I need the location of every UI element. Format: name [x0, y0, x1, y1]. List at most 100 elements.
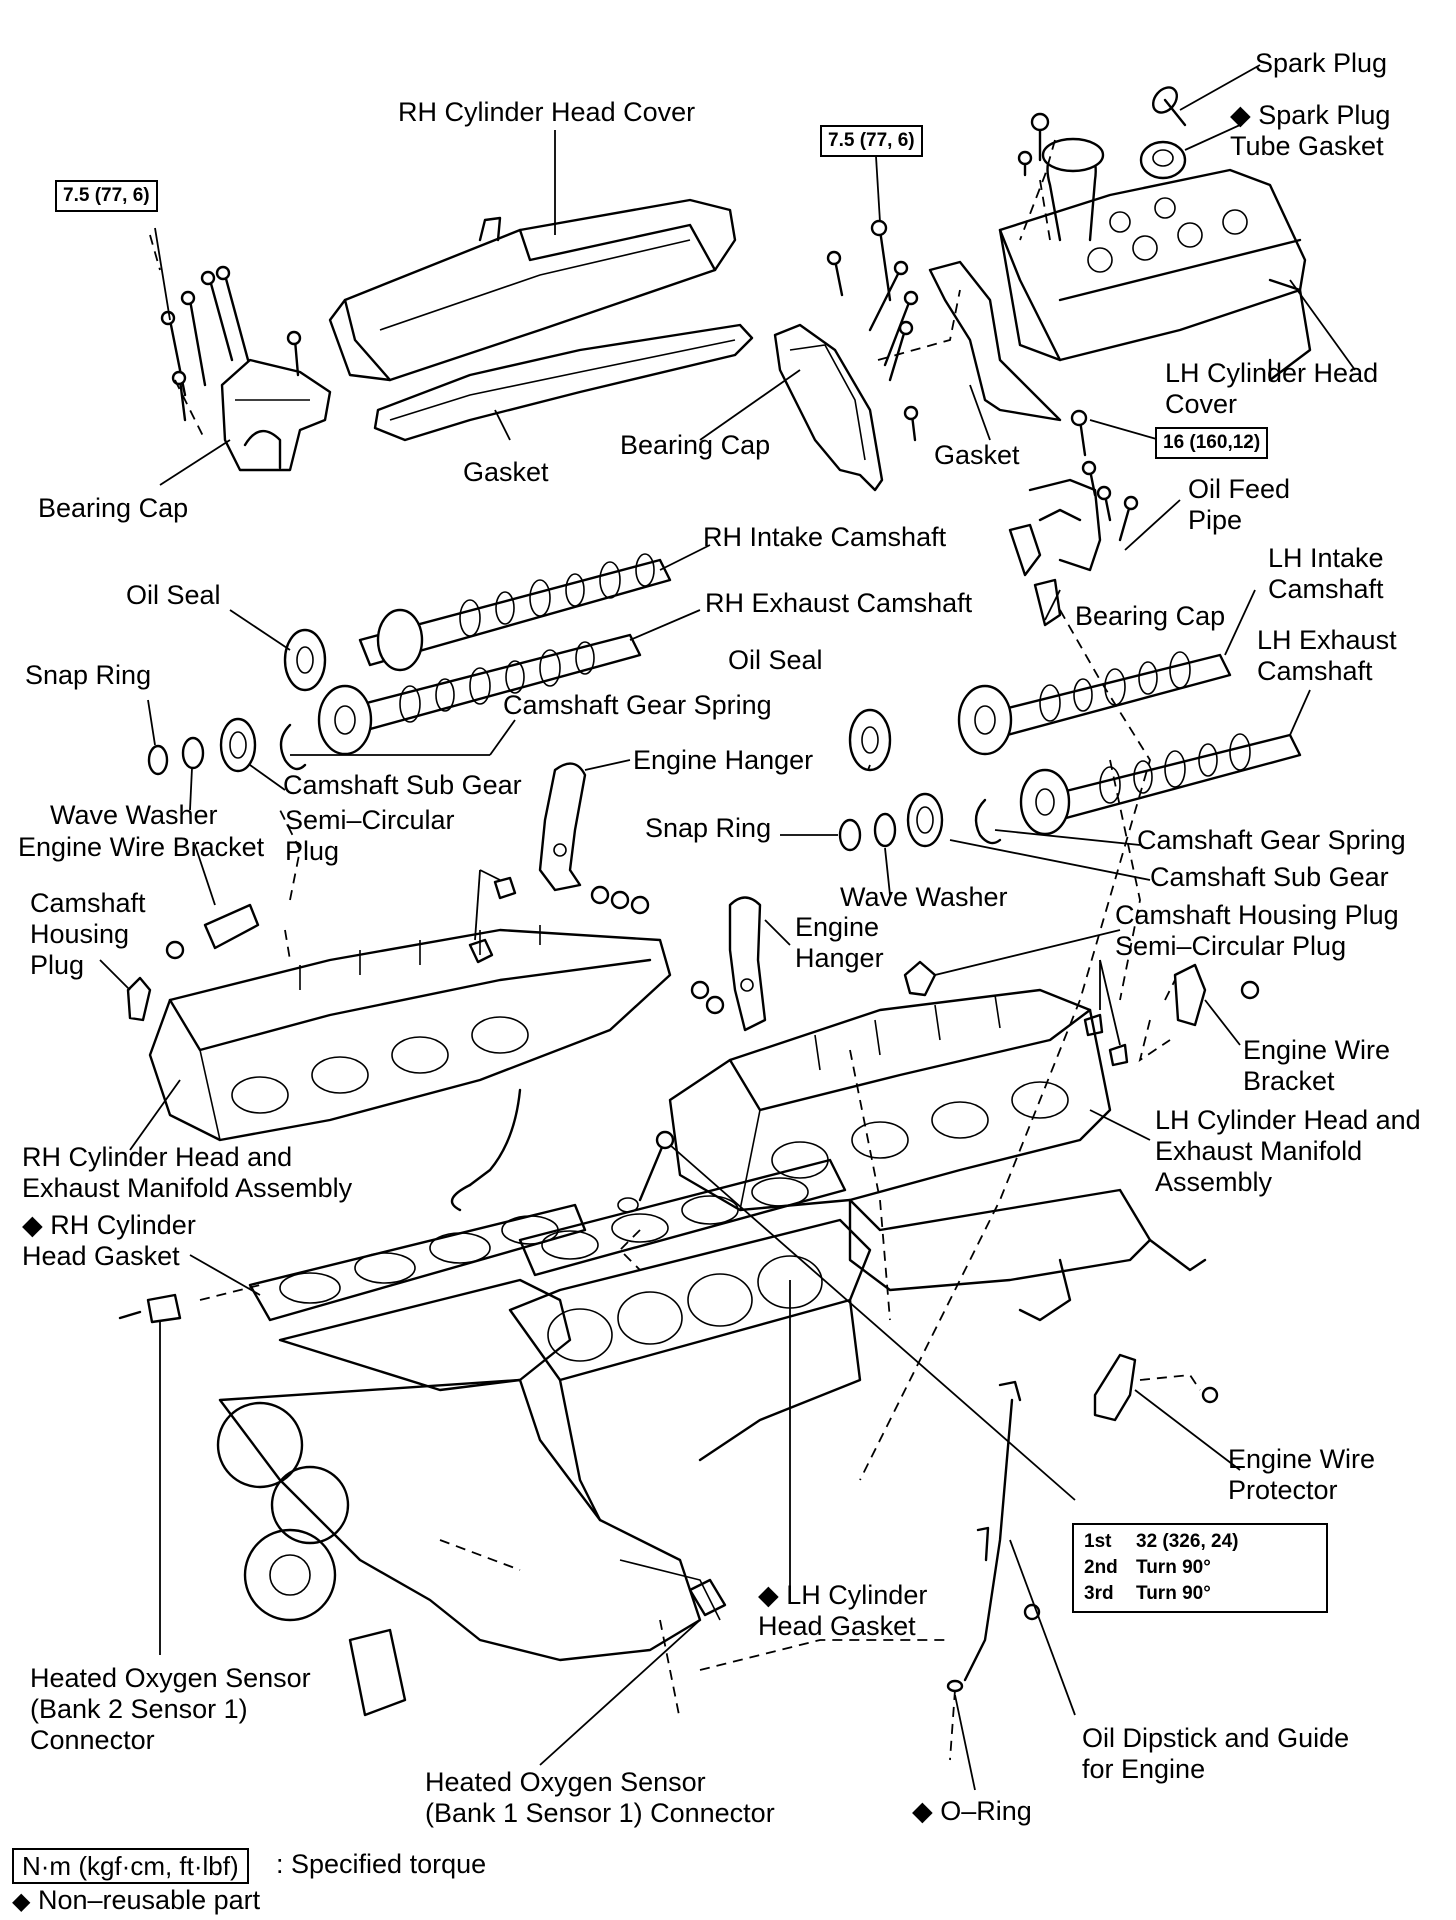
label-camshaft-housing-plug-left-line1: Camshaft: [30, 888, 146, 918]
label-bearing-cap-center: Bearing Cap: [620, 430, 771, 460]
rh-snap-ring: [147, 744, 169, 776]
rh-head-gasket-art: [248, 1203, 587, 1322]
label-lh-head-assembly-line1: LH Cylinder Head and: [1155, 1105, 1421, 1135]
lh-exhaust-camshaft-art: [1019, 733, 1302, 836]
lh-intake-camshaft-art: [957, 651, 1232, 756]
label-oil-feed-pipe-line1: Oil Feed: [1188, 474, 1291, 504]
label-camshaft-housing-plug-right: Camshaft Housing Plug: [1115, 900, 1399, 930]
label-lh-cylinder-head-cover-line1: LH Cylinder Head: [1165, 358, 1379, 388]
semi-circular-plug-left-art: [468, 938, 494, 964]
lh-sub-gear: [906, 792, 944, 848]
non-reusable-symbol: ◆: [12, 1888, 31, 1915]
label-gasket-lh: Gasket: [934, 440, 1020, 470]
label-camshaft-housing-plug-left-line2: Housing: [30, 919, 130, 949]
label-engine-wire-bracket-right-line2: Bracket: [1243, 1066, 1335, 1096]
label-engine-wire-bracket-left: Engine Wire Bracket: [18, 832, 265, 862]
label-oil-dipstick-line2: for Engine: [1082, 1754, 1206, 1784]
label-rh-head-assembly-line1: RH Cylinder Head and: [22, 1142, 293, 1172]
label-oil-seal-left: Oil Seal: [126, 580, 221, 610]
label-bearing-cap-left: Bearing Cap: [38, 493, 189, 523]
rh-gasket: [373, 323, 754, 442]
engine-wire-protector-art: [1093, 1353, 1137, 1422]
label-camshaft-sub-gear-left: Camshaft Sub Gear: [283, 770, 522, 800]
label-lh-head-gasket-line1: ◆ LH Cylinder: [758, 1580, 928, 1610]
label-semi-circular-plug-right: Semi–Circular Plug: [1115, 931, 1347, 961]
torque-box-left-cap: 7.5 (77, 6): [55, 180, 158, 212]
label-engine-hanger-mid-line1: Engine: [795, 912, 880, 942]
label-wave-washer-left: Wave Washer: [50, 800, 218, 830]
label-ho2-bank2-line3: Connector: [30, 1725, 155, 1755]
oil-feed-pipe: [1008, 409, 1139, 627]
lh-oil-seal: [848, 708, 892, 772]
engine-hanger-top: [538, 762, 587, 892]
label-engine-hanger-top: Engine Hanger: [633, 745, 814, 775]
label-gasket-rh: Gasket: [463, 457, 549, 487]
left-bearing-cap-group: [149, 234, 332, 472]
non-reusable-symbol: ◆: [1230, 100, 1251, 130]
label-lh-exhaust-camshaft-line2: Camshaft: [1257, 656, 1373, 686]
rh-sub-gear: [219, 717, 257, 773]
label-o-ring: ◆ O–Ring: [912, 1796, 1032, 1826]
label-ho2-bank1-line2: (Bank 1 Sensor 1) Connector: [425, 1798, 775, 1828]
o-ring-art: [946, 1679, 964, 1693]
lh-snap-ring: [838, 818, 862, 852]
rh-wave-washer: [181, 736, 205, 770]
cylinder-block-art: [216, 1218, 872, 1717]
label-rh-head-gasket-line1: ◆ RH Cylinder: [22, 1210, 196, 1240]
engine-wire-bracket-right-art: [1173, 963, 1207, 1027]
non-reusable-symbol: ◆: [22, 1210, 43, 1240]
label-rh-cylinder-head-cover: RH Cylinder Head Cover: [398, 97, 696, 127]
label-rh-head-assembly-line2: Exhaust Manifold Assembly: [22, 1173, 353, 1203]
non-reusable-symbol: ◆: [758, 1580, 779, 1610]
lh-head-gasket-art: [518, 1158, 847, 1277]
label-engine-wire-protector-line2: Protector: [1228, 1475, 1338, 1505]
label-rh-intake-camshaft: RH Intake Camshaft: [703, 522, 947, 552]
label-ho2-bank2-line1: Heated Oxygen Sensor: [30, 1663, 311, 1693]
label-engine-wire-protector-line1: Engine Wire: [1228, 1444, 1376, 1474]
label-oil-feed-pipe-line2: Pipe: [1188, 505, 1243, 535]
label-oil-dipstick-line1: Oil Dipstick and Guide: [1082, 1723, 1350, 1753]
label-camshaft-housing-plug-left-line3: Plug: [30, 950, 85, 980]
label-lh-exhaust-camshaft-line1: LH Exhaust: [1257, 625, 1397, 655]
label-camshaft-sub-gear-right: Camshaft Sub Gear: [1150, 862, 1389, 892]
label-semi-circular-plug-left-line1: Semi–Circular: [285, 805, 455, 835]
lh-wave-washer: [873, 812, 897, 848]
legend-unit-description: : Specified torque: [276, 1849, 487, 1879]
center-bearing-cap-group: [773, 219, 919, 492]
label-snap-ring-right: Snap Ring: [645, 813, 772, 843]
label-camshaft-gear-spring-right: Camshaft Gear Spring: [1137, 825, 1406, 855]
rh-intake-camshaft-art: [358, 553, 672, 672]
rh-gear-spring: [279, 723, 307, 771]
label-ho2-bank1-line1: Heated Oxygen Sensor: [425, 1767, 706, 1797]
leader-lines: [99, 64, 1356, 1791]
lh-gasket: [928, 260, 1062, 422]
label-engine-wire-bracket-right-line1: Engine Wire: [1243, 1035, 1391, 1065]
torque-box-oil-feed: 16 (160,12): [1155, 427, 1269, 459]
label-spark-plug-tube-gasket-line2: Tube Gasket: [1230, 131, 1384, 161]
label-semi-circular-plug-left-line2: Plug: [285, 836, 340, 866]
label-rh-head-gasket-line2: Head Gasket: [22, 1241, 180, 1271]
rh-exhaust-camshaft-art: [317, 633, 642, 756]
label-lh-head-gasket-line2: Head Gasket: [758, 1611, 916, 1641]
rh-oil-seal: [283, 628, 327, 692]
label-snap-ring-left: Snap Ring: [25, 660, 152, 690]
non-reusable-symbol: ◆: [912, 1796, 933, 1826]
legend-non-reusable: ◆ Non–reusable part: [12, 1885, 261, 1915]
label-engine-hanger-mid-line2: Hanger: [795, 943, 884, 973]
label-wave-washer-right: Wave Washer: [840, 882, 1008, 912]
lh-gear-spring: [974, 798, 1002, 845]
torque-box-center-cap: 7.5 (77, 6): [820, 125, 923, 157]
label-bearing-cap-right: Bearing Cap: [1075, 601, 1226, 631]
rh-cylinder-head-cover: [328, 198, 737, 382]
label-lh-head-assembly-line2: Exhaust Manifold: [1155, 1136, 1363, 1166]
engine-wire-bracket-left-art: [203, 903, 260, 950]
label-rh-exhaust-camshaft: RH Exhaust Camshaft: [705, 588, 973, 618]
camshaft-housing-plug-art: [903, 960, 937, 997]
label-spark-plug: Spark Plug: [1255, 48, 1388, 78]
